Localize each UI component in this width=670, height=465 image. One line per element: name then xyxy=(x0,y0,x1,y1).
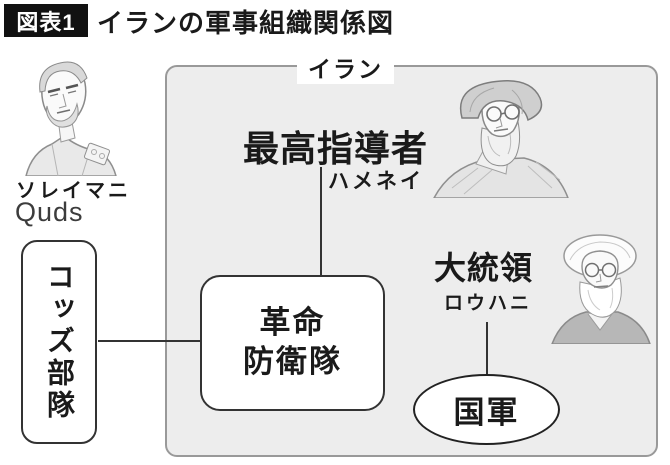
irgc-label-line2: 防衛隊 xyxy=(243,344,342,379)
supreme-leader-name: ハメネイ xyxy=(328,169,424,193)
figure-number-badge: 図表1 xyxy=(4,4,88,37)
iran-container-label: イラン xyxy=(297,50,394,84)
soleimani-name-label: ソレイマニ xyxy=(16,180,131,202)
irgc-box: 革命 防衛隊 xyxy=(200,275,385,411)
soleimani-portrait xyxy=(25,61,117,176)
quds-force-label: コッズ部隊 xyxy=(44,262,75,422)
irgc-label-line1: 革命 xyxy=(259,305,326,341)
national-army-label: 国軍 xyxy=(453,395,520,430)
connector-president-to-national-army xyxy=(486,322,488,377)
figure-title: イランの軍事組織関係図 xyxy=(97,8,395,38)
connector-quds-force-to-irgc xyxy=(98,340,201,342)
supreme-leader-title: 最高指導者 xyxy=(243,128,429,169)
president-title: 大統領 xyxy=(434,250,534,286)
quds-caption-label: Quds xyxy=(15,197,84,227)
rouhani-portrait xyxy=(551,234,651,344)
khamenei-portrait xyxy=(433,80,569,198)
national-army-ellipse: 国軍 xyxy=(413,374,560,445)
connector-supreme-leader-to-irgc xyxy=(320,167,322,275)
president-name: ロウハニ xyxy=(444,293,533,314)
quds-force-box: コッズ部隊 xyxy=(21,240,97,444)
